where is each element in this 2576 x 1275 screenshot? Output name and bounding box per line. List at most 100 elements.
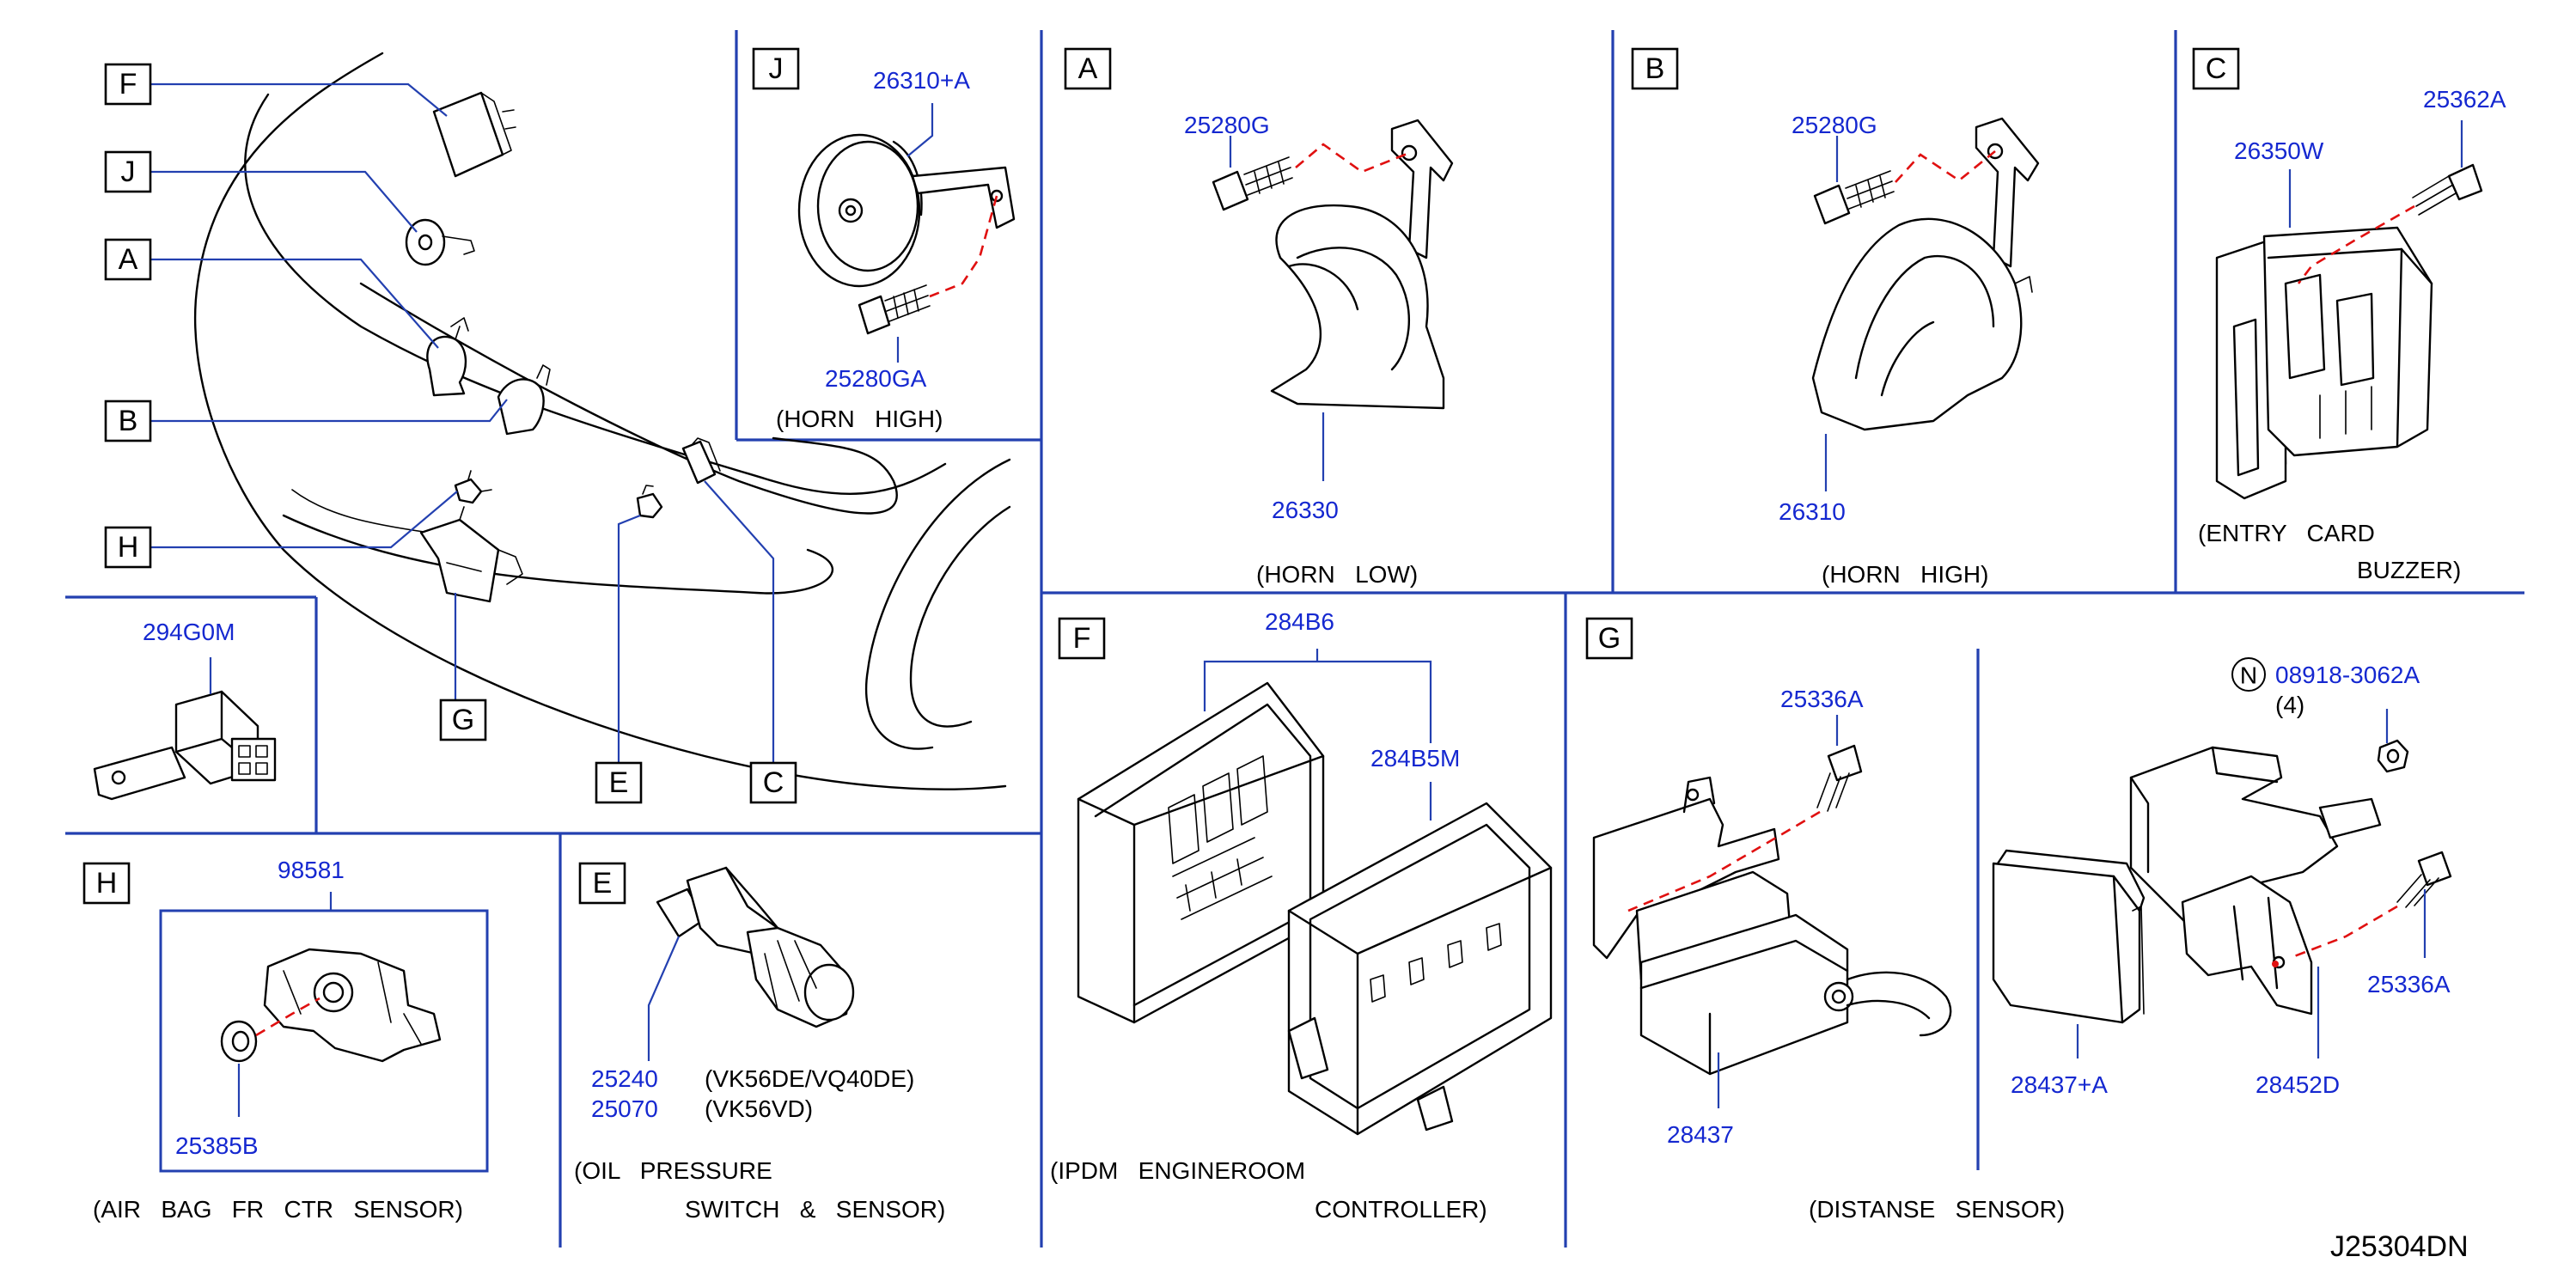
overview-callout-J: J (104, 150, 152, 193)
part-number: 08918-3062A (2275, 662, 2420, 688)
bolt-illustration (1816, 744, 1863, 812)
bolt-illustration (2412, 163, 2483, 216)
part-number: 25336A (2367, 971, 2451, 997)
nut-illustration (2377, 739, 2409, 773)
callout-label: F (119, 68, 137, 101)
overview-component-H (454, 470, 492, 504)
part-number: 25336A (1780, 686, 1864, 712)
part-number: 28437 (1667, 1121, 1734, 1148)
buzzer-illustration (2215, 226, 2433, 500)
panel-caption: (HORN HIGH) (776, 406, 943, 432)
part-number: 26350W (2234, 137, 2324, 164)
panel-caption: (DISTANSE SENSOR) (1809, 1196, 2065, 1223)
panel-letter: H (96, 867, 118, 900)
part-number: 26310+A (873, 67, 970, 94)
bolt-illustration (1813, 170, 1895, 225)
overview-component-B (497, 364, 551, 436)
overview-component-A (426, 317, 469, 397)
sensor-mount-illustration (2129, 746, 2382, 1016)
overview-component-C (681, 437, 721, 485)
overview-component-E (636, 485, 663, 519)
panel-F: F 284B6 284B5M (IPDM (1050, 608, 1553, 1223)
panel-G: G 25336A 28437 (1585, 617, 2452, 1223)
part-number: 98581 (278, 857, 345, 883)
fastener-point-marker (2272, 961, 2279, 967)
overview-component-F (432, 91, 516, 178)
panel-C: C 25362A 26350W (ENTRY CARD BUZZER) (2192, 47, 2506, 583)
part-number: 25280G (1184, 112, 1270, 138)
drawing-reference: J25304DN (2330, 1230, 2469, 1263)
panel-caption-line: BUZZER) (2357, 557, 2461, 583)
bolt-illustration (858, 284, 931, 335)
bracket-illustration (1287, 802, 1553, 1136)
panel-H: H 98581 25385B (AIR BAG FR CTR SENSOR) (82, 857, 489, 1223)
part-number: 26310 (1779, 498, 1846, 525)
overview-callout-B: B (104, 400, 152, 442)
part-number: 28452D (2256, 1071, 2340, 1098)
panel-A: A 25280G 26330 (HORN LOW) (1064, 47, 1454, 588)
panel-letter: J (769, 52, 784, 85)
overview-component-G (419, 506, 523, 603)
panel-294G0M: 294G0M (93, 619, 277, 801)
part-number: 25362A (2423, 86, 2506, 113)
bolt-illustration (1212, 156, 1293, 211)
panel-caption: (HORN HIGH) (1822, 561, 1988, 588)
callout-label: C (763, 766, 784, 799)
sensor-enclosure-frame (159, 909, 489, 1173)
callout-label: H (118, 531, 139, 564)
panel-dividers (65, 30, 2524, 1248)
horn-high-illustration (797, 133, 1016, 288)
panel-J: J 26310+A 25280GA (HORN HIGH) (752, 47, 1016, 432)
panel-letter: G (1598, 622, 1621, 655)
variant-note: (VK56DE/VQ40DE) (705, 1065, 914, 1092)
part-number: 25280G (1792, 112, 1877, 138)
overview-callout-lines (150, 82, 775, 763)
callout-label: G (452, 704, 474, 736)
panel-caption: (AIR BAG FR CTR SENSOR) (93, 1196, 463, 1223)
overview-callout-H: H (104, 526, 152, 569)
panel-caption-line: CONTROLLER) (1315, 1196, 1487, 1223)
part-number: 25385B (175, 1132, 259, 1159)
horn-high-illustration (1811, 117, 2040, 431)
sensor-bracket-illustration (1592, 776, 1952, 1076)
part-number: 294G0M (143, 619, 235, 645)
part-number: 26330 (1272, 497, 1339, 523)
panel-caption-line: SWITCH & SENSOR) (685, 1196, 945, 1223)
nut-symbol: N (2231, 657, 2266, 692)
overview-callout-A: A (104, 238, 152, 281)
overview-callout-F: F (104, 63, 152, 106)
airbag-sensor-illustration (263, 948, 442, 1063)
distance-sensor-unit (1992, 849, 2146, 1024)
part-number: 284B6 (1265, 608, 1334, 635)
nut-symbol-letter: N (2240, 662, 2257, 689)
part-number: 25070 (591, 1095, 658, 1122)
panel-letter: C (2206, 52, 2227, 85)
panel-letter: E (593, 867, 613, 900)
part-number: 28437+A (2011, 1071, 2108, 1098)
panel-letter: F (1073, 622, 1091, 655)
panel-B: B 25280G 26310 (HORN HIGH) (1631, 47, 2040, 588)
part-number: 284B5M (1370, 745, 1460, 772)
panel-caption: (HORN LOW) (1256, 561, 1418, 588)
overview-callout-C: C (749, 761, 797, 804)
variant-note: (VK56VD) (705, 1095, 813, 1122)
panel-caption-line: (OIL PRESSURE (574, 1157, 772, 1184)
horn-low-illustration (1270, 119, 1454, 410)
connector-illustration (93, 690, 277, 801)
overview-component-J (405, 218, 475, 266)
panel-letter: B (1645, 52, 1665, 85)
part-number: 25280GA (825, 365, 927, 392)
callout-label: B (119, 405, 138, 437)
callout-label: J (121, 156, 136, 188)
panel-caption-line: (ENTRY CARD (2198, 520, 2375, 546)
oil-switch-illustration (656, 866, 855, 1028)
part-number: 25240 (591, 1065, 658, 1092)
nut-illustration (220, 1020, 258, 1063)
overview-callout-E: E (595, 761, 643, 804)
bolt-illustration (2396, 851, 2452, 908)
quantity: (4) (2275, 692, 2304, 718)
panel-letter: A (1078, 52, 1098, 85)
panel-E: E 25240 (VK56DE/VQ40DE) 25070 (VK56VD) (… (574, 862, 945, 1223)
panel-caption-line: (IPDM ENGINEROOM (1050, 1157, 1305, 1184)
